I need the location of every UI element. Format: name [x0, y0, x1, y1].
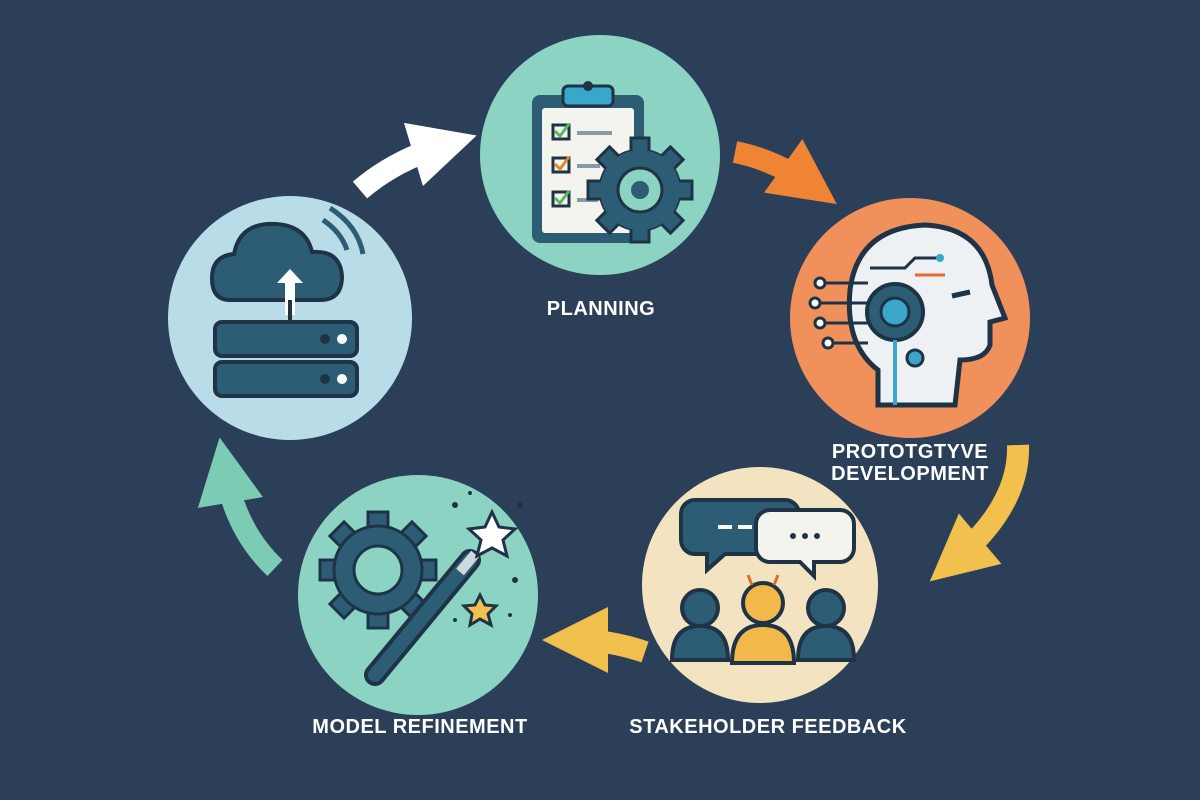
stage-prototype-development: PROTOTGTYVE DEVELOPMENT — [790, 198, 1030, 485]
arrow-deployment-to-planning — [352, 122, 477, 199]
arrow-feedback-to-refinement — [542, 607, 649, 674]
people-chat-icon — [669, 498, 857, 665]
ai-head-icon — [808, 222, 1009, 408]
cloud-server-icon — [209, 205, 366, 398]
arrow-prototype-to-feedback — [929, 444, 1030, 582]
arrow-refinement-to-deployment — [197, 437, 283, 576]
gear-wand-icon — [318, 491, 523, 686]
planning-label: PLANNING — [547, 298, 655, 320]
arrow-planning-to-prototype — [732, 138, 837, 205]
refinement-label: MODEL REFINEMENT — [312, 716, 527, 738]
clipboard-gear-icon — [532, 81, 694, 244]
prototype-label-line2: DEVELOPMENT — [831, 463, 989, 485]
stage-stakeholder-feedback: STAKEHOLDER FEEDBACK — [629, 467, 906, 738]
stage-model-refinement: MODEL REFINEMENT — [298, 475, 538, 738]
stage-planning: PLANNING — [480, 35, 720, 320]
prototype-label-line1: PROTOTGTYVE — [832, 441, 988, 463]
stage-deployment — [168, 196, 412, 440]
feedback-label: STAKEHOLDER FEEDBACK — [629, 716, 906, 738]
